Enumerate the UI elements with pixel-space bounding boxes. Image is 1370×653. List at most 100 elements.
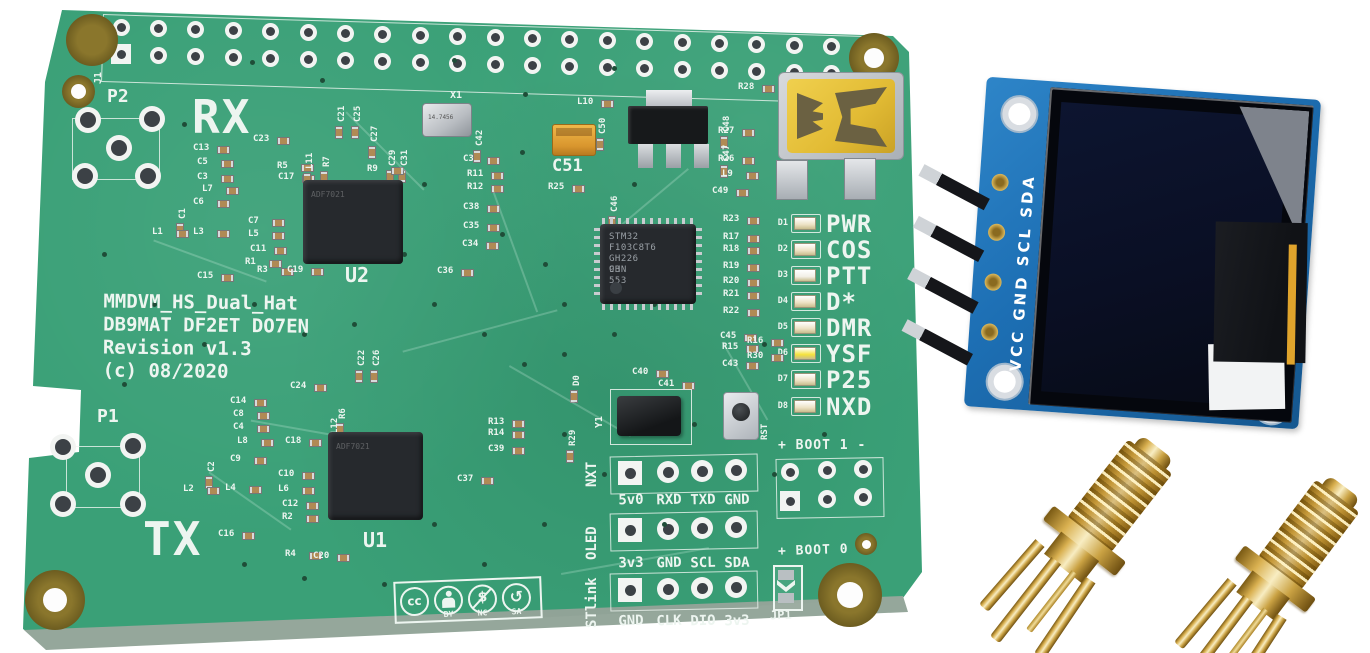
- component-label: C15: [197, 271, 214, 281]
- through-hole-drill: [191, 24, 201, 34]
- via: [242, 562, 247, 567]
- component-label: R9: [367, 164, 378, 174]
- component-body: [314, 384, 327, 392]
- via: [562, 432, 567, 437]
- mounting-hole-drill: [837, 582, 863, 608]
- component-label: L6: [278, 484, 289, 494]
- component-label: C42: [475, 129, 485, 146]
- component-label: C35: [463, 221, 480, 231]
- through-hole-drill: [696, 465, 708, 477]
- through-hole-drill: [789, 41, 799, 51]
- component-label: L11: [305, 152, 315, 169]
- pin-label: 3v3: [724, 612, 750, 630]
- through-hole-drill: [565, 62, 575, 72]
- through-hole-drill: [662, 466, 674, 478]
- via: [182, 122, 187, 127]
- led-silk-bracket: [791, 397, 821, 416]
- via: [662, 522, 667, 527]
- through-hole-drill: [303, 54, 313, 64]
- component-body: [747, 279, 760, 287]
- component-body: [742, 129, 755, 137]
- component-label: R30: [747, 351, 764, 361]
- component-body: [570, 390, 578, 403]
- component-body: [221, 175, 234, 183]
- component-label: L8: [237, 436, 248, 446]
- mcu-pins-left: [594, 228, 601, 300]
- component-body: [596, 138, 604, 151]
- component-label: R11: [467, 169, 484, 179]
- component-body: [461, 269, 474, 277]
- component-body: [486, 242, 499, 250]
- person-head: [445, 590, 452, 597]
- pin-label: DIO: [690, 612, 716, 630]
- through-hole-drill: [80, 112, 96, 128]
- component-label: C10: [278, 469, 295, 479]
- component-body: [309, 439, 322, 447]
- via: [452, 58, 457, 63]
- via: [302, 332, 307, 337]
- led-ref: D2: [777, 244, 788, 254]
- through-hole-drill: [340, 55, 350, 65]
- component-label: C37: [457, 474, 474, 484]
- component-label: C33: [463, 154, 480, 164]
- component-body: [771, 354, 784, 362]
- component-body: [746, 172, 759, 180]
- component-body: [242, 532, 255, 540]
- component-label: C18: [285, 436, 302, 446]
- through-hole-drill: [116, 22, 126, 32]
- c51-stripe: [556, 128, 592, 136]
- led-function-label: COS: [826, 236, 873, 264]
- p1-label: P1: [97, 406, 119, 427]
- component-body: [272, 219, 285, 227]
- component-label: C7: [248, 216, 259, 226]
- component-label: C36: [437, 266, 454, 276]
- reset-button-cap: [732, 403, 750, 421]
- through-hole-drill: [785, 496, 795, 506]
- through-hole-drill: [696, 522, 708, 534]
- board-title-line: (c) 08/2020: [102, 359, 229, 383]
- component-label: C46: [610, 195, 620, 212]
- u1-marking: ADF7021: [336, 442, 370, 451]
- reset-button: [723, 392, 759, 440]
- board-title-line: Revision v1.3: [102, 336, 252, 361]
- component-body: [747, 292, 760, 300]
- p2-label: P2: [107, 86, 129, 107]
- component-label: R17: [723, 232, 740, 242]
- through-hole-drill: [490, 32, 500, 42]
- component-label: R14: [488, 428, 505, 438]
- regulator-leg: [666, 144, 681, 168]
- via: [152, 522, 157, 527]
- component-body: [491, 185, 504, 193]
- led-ref: D5: [777, 322, 788, 332]
- component-body: [747, 235, 760, 243]
- component-body: [742, 157, 755, 165]
- component-label: C4: [233, 422, 244, 432]
- component-label: C9: [230, 454, 241, 464]
- via: [482, 332, 487, 337]
- through-hole-drill: [730, 581, 742, 593]
- via: [612, 332, 617, 337]
- component-body: [487, 224, 500, 232]
- component-body: [656, 370, 669, 378]
- through-hole-drill: [696, 582, 708, 594]
- component-label: C45: [720, 331, 737, 341]
- through-hole-drill: [191, 51, 201, 61]
- board-title-line: DB9MAT DF2ET DO7EN: [103, 313, 310, 338]
- component-body: [572, 185, 585, 193]
- via: [500, 232, 505, 237]
- via: [542, 522, 547, 527]
- through-hole-drill: [714, 66, 724, 76]
- component-label: C19: [287, 265, 304, 275]
- led-function-label: NXD: [826, 393, 873, 421]
- through-hole-drill: [858, 492, 868, 502]
- through-hole-drill: [153, 50, 163, 60]
- through-hole-drill: [453, 58, 463, 68]
- through-hole-drill: [858, 464, 868, 474]
- component-body: [277, 137, 290, 145]
- component-body: [720, 165, 728, 178]
- component-label: C1: [178, 208, 188, 219]
- cc-label: BY: [443, 609, 454, 619]
- component-body: [762, 85, 775, 93]
- via: [302, 576, 307, 581]
